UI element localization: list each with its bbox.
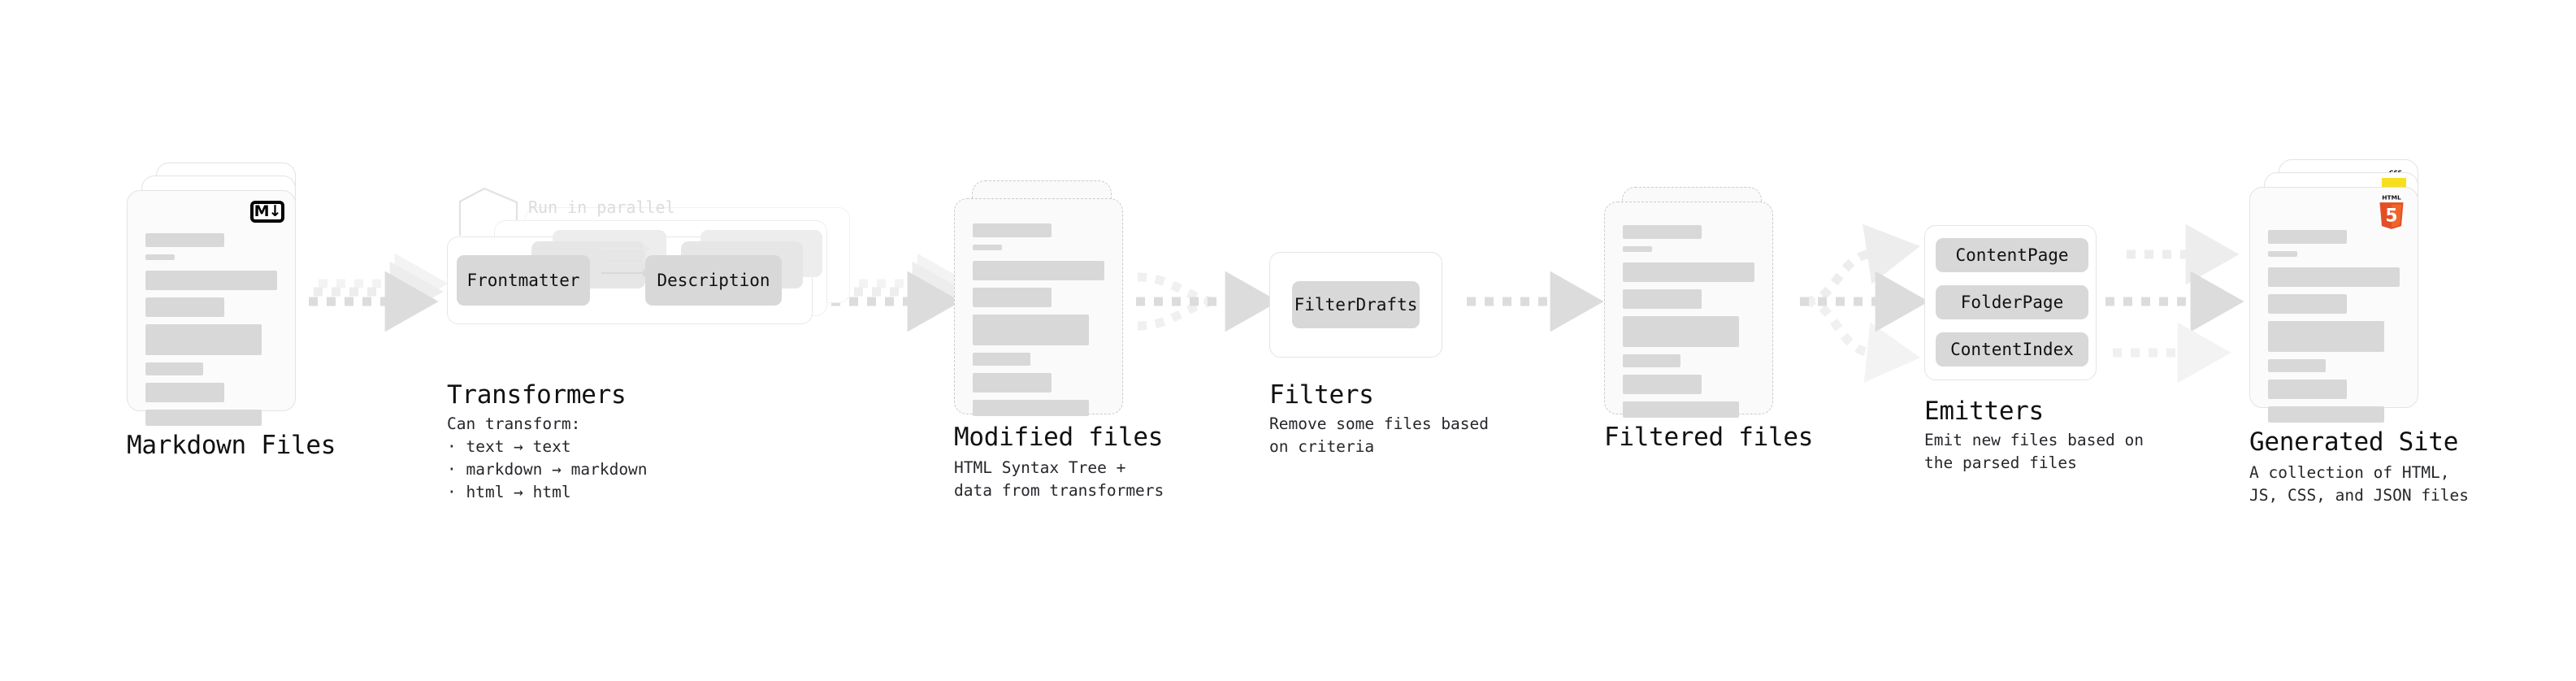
connector-emitters-to-site xyxy=(2105,223,2244,384)
document-card-front: M↓ xyxy=(127,190,296,426)
html5-icon: HTML 5 xyxy=(2375,193,2408,230)
emitter-chip-folderpage-label: FolderPage xyxy=(1960,293,2064,312)
emitter-chip-contentindex-label: ContentIndex xyxy=(1950,340,2074,359)
stage-title-filters: Filters xyxy=(1269,380,1374,410)
stage-desc-modified-files: HTML Syntax Tree + data from transformer… xyxy=(954,458,1164,500)
stage-desc-filters: Remove some files based on criteria xyxy=(1269,414,1490,456)
stage-desc-generated-site: A collection of HTML, JS, CSS, and JSON … xyxy=(2249,463,2470,505)
document-skeleton xyxy=(1623,225,1754,425)
markdown-icon: M↓ xyxy=(250,201,284,223)
stage-title-generated-site: Generated Site xyxy=(2249,427,2459,457)
connector-md-to-transformers xyxy=(309,253,449,332)
filter-chip-filterdrafts-label: FilterDrafts xyxy=(1294,295,1418,314)
document-card-front xyxy=(1604,202,1773,418)
document-card-front xyxy=(954,198,1123,416)
stage-title-emitters: Emitters xyxy=(1924,397,2044,426)
stage-title-transformers: Transformers xyxy=(447,380,627,410)
emitter-chip-contentpage-label: ContentPage xyxy=(1955,245,2069,265)
document-skeleton xyxy=(973,223,1104,423)
transformer-chip-frontmatter-label: Frontmatter xyxy=(466,271,580,290)
transformer-chip-description-label: Description xyxy=(657,271,770,290)
svg-text:HTML: HTML xyxy=(2382,193,2401,201)
connector-filtered-to-emitters xyxy=(1800,223,1929,383)
connector-modified-to-filters xyxy=(1136,271,1279,332)
stage-title-filtered-files: Filtered files xyxy=(1604,423,1814,452)
emitter-chip-folderpage[interactable]: FolderPage xyxy=(1936,285,2088,319)
emitter-chip-contentindex[interactable]: ContentIndex xyxy=(1936,332,2088,367)
document-skeleton xyxy=(2268,230,2400,430)
run-in-parallel-label: Run in parallel xyxy=(528,197,675,217)
stage-desc-transformers: Can transform: · text → text · markdown … xyxy=(447,414,648,501)
transformer-inner-arrows xyxy=(601,244,651,278)
transformer-chip-frontmatter[interactable]: Frontmatter xyxy=(457,255,590,306)
stage-title-markdown-files: Markdown Files xyxy=(127,431,336,460)
stage-desc-emitters: Emit new files based on the parsed files xyxy=(1924,431,2144,472)
stage-title-modified-files: Modified files xyxy=(954,423,1164,452)
filter-chip-filterdrafts[interactable]: FilterDrafts xyxy=(1292,281,1420,328)
document-card-front: HTML 5 xyxy=(2249,187,2418,423)
document-skeleton xyxy=(145,233,277,433)
emitter-chip-contentpage[interactable]: ContentPage xyxy=(1936,238,2088,272)
transformer-chip-description[interactable]: Description xyxy=(645,255,782,306)
svg-text:5: 5 xyxy=(2385,206,2397,227)
